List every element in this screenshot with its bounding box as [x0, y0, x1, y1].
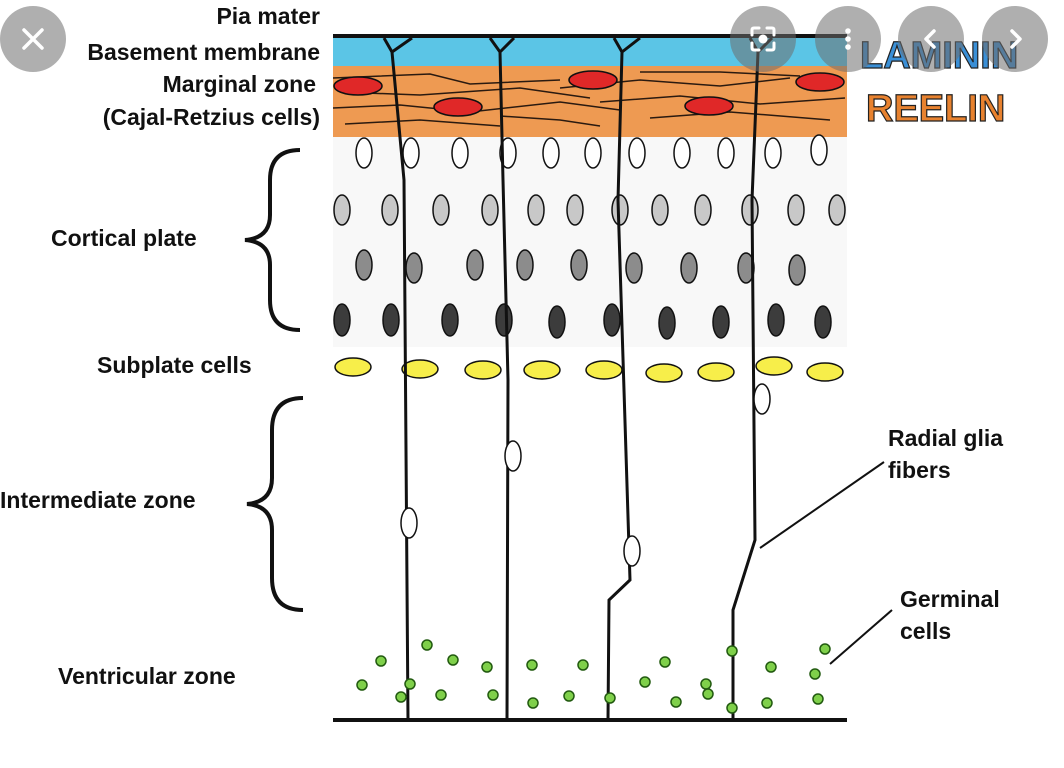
lens-button[interactable] [730, 6, 796, 72]
cajal-retzius-cell [684, 96, 734, 116]
cajal-retzius-cells [333, 70, 845, 117]
reelin-legend: REELIN [866, 88, 1005, 130]
intermediate-zone-label: Intermediate zone [0, 487, 196, 513]
subplate-cells [334, 356, 844, 383]
ventricular-zone-label: Ventricular zone [58, 663, 236, 689]
chevron-right-icon [1010, 29, 1022, 49]
close-button[interactable] [0, 6, 66, 72]
more-options-button[interactable] [815, 6, 881, 72]
cajal-retzius-cell [795, 72, 845, 92]
cajal-retzius-cell [568, 70, 618, 90]
cortical-plate-brace [244, 148, 301, 332]
radial-glia-label-line2: fibers [888, 457, 951, 483]
germinal-cells-label-line2: cells [900, 618, 951, 644]
intermediate-zone-brace [246, 396, 304, 612]
germinal-cells-label-line1: Germinal [900, 586, 1000, 612]
cortical-plate-neurons-row4 [333, 303, 832, 340]
chevron-left-icon [924, 29, 936, 49]
pia-mater-label: Pia mater [216, 3, 320, 29]
more-vertical-icon [845, 28, 851, 50]
subplate-cells-label: Subplate cells [97, 352, 252, 378]
close-icon [22, 28, 44, 50]
basement-membrane-label: Basement membrane [87, 39, 320, 65]
previous-button[interactable] [898, 6, 964, 72]
next-button[interactable] [982, 6, 1048, 72]
radial-glia-label-line1: Radial glia [888, 425, 1003, 451]
cortical-plate-label: Cortical plate [51, 225, 197, 251]
germinal-cells-leader [829, 609, 893, 665]
cajal-retzius-cell [433, 97, 483, 117]
germinal-cells [356, 639, 831, 714]
cortical-plate-neurons-row3 [355, 249, 806, 286]
cajal-retzius-cell [333, 76, 383, 96]
marginal-zone-label: Marginal zone [163, 71, 316, 97]
migrating-neurons [400, 383, 771, 567]
cortical-plate-neurons-row2 [333, 194, 846, 226]
cortical-plate-band [333, 137, 847, 347]
cortical-plate-neurons-row1 [355, 134, 828, 169]
cajal-retzius-label: (Cajal-Retzius cells) [103, 104, 320, 130]
radial-glia-leader [759, 461, 885, 549]
lens-icon [750, 26, 776, 52]
